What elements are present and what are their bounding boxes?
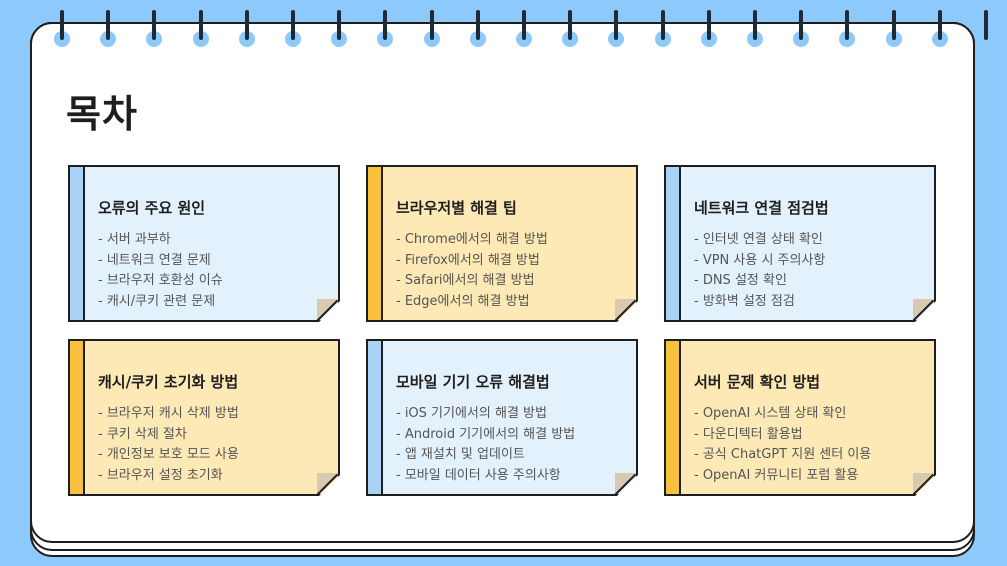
list-item: - DNS 설정 확인 (694, 273, 787, 289)
binding-ring (152, 10, 157, 40)
binding-ring (522, 10, 526, 40)
binding-ring (244, 10, 249, 40)
card-title: 네트워크 연결 점검법 (694, 199, 829, 217)
list-item: - 인터넷 연결 상태 확인 (694, 232, 823, 247)
binding-ring (337, 10, 342, 40)
list-item: - 네트워크 연결 문제 (98, 252, 211, 268)
list-item: - Edge에서의 해결 방법 (396, 294, 530, 310)
binding-ring (984, 10, 988, 40)
binding-ring (614, 10, 619, 40)
list-item: - 브라우저 캐시 삭제 방법 (98, 406, 239, 421)
card-title: 캐시/쿠키 초기화 방법 (98, 373, 239, 391)
binding-ring (753, 10, 757, 40)
binding-ring (383, 10, 388, 40)
binding-ring (429, 10, 434, 40)
card-list: - Chrome에서의 해결 방법 - Firefox에서의 해결 방법 - S… (396, 230, 548, 313)
binding-ring (475, 10, 480, 40)
list-item: - 모바일 데이터 사용 주의사항 (396, 468, 561, 484)
list-item: - 서버 과부하 (98, 232, 171, 247)
list-item: - Safari에서의 해결 방법 (396, 273, 535, 289)
binding-ring (799, 10, 804, 40)
binding-ring (291, 10, 295, 40)
page-title: 목차 (66, 92, 138, 136)
list-item: - 개인정보 보호 모드 사용 (98, 447, 239, 463)
card-list: - 인터넷 연결 상태 확인 - VPN 사용 시 주의사항 - DNS 설정 … (694, 230, 825, 313)
list-item: - 공식 ChatGPT 지원 센터 이용 (694, 447, 872, 463)
card-list: - 서버 과부하 - 네트워크 연결 문제 - 브라우저 호환성 이슈 - 캐시… (98, 230, 223, 313)
card-stripe (666, 341, 681, 494)
toc-card-network-check: 네트워크 연결 점검법 - 인터넷 연결 상태 확인 - VPN 사용 시 주의… (664, 165, 936, 322)
binding-ring (891, 10, 896, 40)
card-stripe (368, 341, 383, 494)
binding-ring (568, 10, 573, 40)
card-list: - OpenAI 시스템 상태 확인 - 다운디텍터 활용법 - 공식 Chat… (694, 404, 871, 487)
binding-ring (706, 10, 711, 40)
binding-ring (60, 10, 64, 40)
binding-ring (937, 10, 942, 40)
list-item: - 캐시/쿠키 관련 문제 (98, 294, 216, 310)
list-item: - 브라우저 설정 초기화 (98, 468, 223, 484)
card-stripe (368, 167, 383, 320)
card-title: 모바일 기기 오류 해결법 (396, 373, 550, 391)
list-item: - 쿠키 삭제 절차 (98, 426, 187, 442)
card-list: - 브라우저 캐시 삭제 방법 - 쿠키 삭제 절차 - 개인정보 보호 모드 … (98, 404, 239, 487)
list-item: - 브라우저 호환성 이슈 (98, 273, 223, 289)
toc-card-server-check: 서버 문제 확인 방법 - OpenAI 시스템 상태 확인 - 다운디텍터 활… (664, 339, 936, 496)
list-item: - OpenAI 시스템 상태 확인 (694, 406, 847, 421)
list-item: - 앱 재설치 및 업데이트 (396, 447, 525, 463)
list-item: - Chrome에서의 해결 방법 (396, 232, 548, 247)
binding-ring (845, 10, 850, 40)
list-item: - 방화벽 설정 점검 (694, 294, 795, 310)
list-item: - OpenAI 커뮤니티 포럼 활용 (694, 468, 859, 484)
toc-card-cache-reset: 캐시/쿠키 초기화 방법 - 브라우저 캐시 삭제 방법 - 쿠키 삭제 절차 … (68, 339, 340, 496)
toc-card-mobile-fix: 모바일 기기 오류 해결법 - iOS 기기에서의 해결 방법 - Androi… (366, 339, 638, 496)
card-title: 오류의 주요 원인 (98, 199, 206, 217)
card-title: 브라우저별 해결 팁 (396, 199, 517, 217)
binding-ring (660, 10, 665, 40)
card-stripe (70, 341, 85, 494)
card-stripe (666, 167, 681, 320)
toc-card-error-causes: 오류의 주요 원인 - 서버 과부하 - 네트워크 연결 문제 - 브라우저 호… (68, 165, 340, 322)
list-item: - VPN 사용 시 주의사항 (694, 252, 826, 268)
card-stripe (70, 167, 85, 320)
list-item: - Android 기기에서의 해결 방법 (396, 426, 576, 442)
list-item: - 다운디텍터 활용법 (694, 426, 803, 442)
binding-ring (106, 10, 111, 40)
list-item: - iOS 기기에서의 해결 방법 (396, 406, 547, 421)
card-list: - iOS 기기에서의 해결 방법 - Android 기기에서의 해결 방법 … (396, 404, 575, 487)
card-title: 서버 문제 확인 방법 (694, 373, 821, 391)
toc-card-browser-tips: 브라우저별 해결 팁 - Chrome에서의 해결 방법 - Firefox에서… (366, 165, 638, 322)
binding-ring (198, 10, 203, 40)
list-item: - Firefox에서의 해결 방법 (396, 252, 540, 268)
